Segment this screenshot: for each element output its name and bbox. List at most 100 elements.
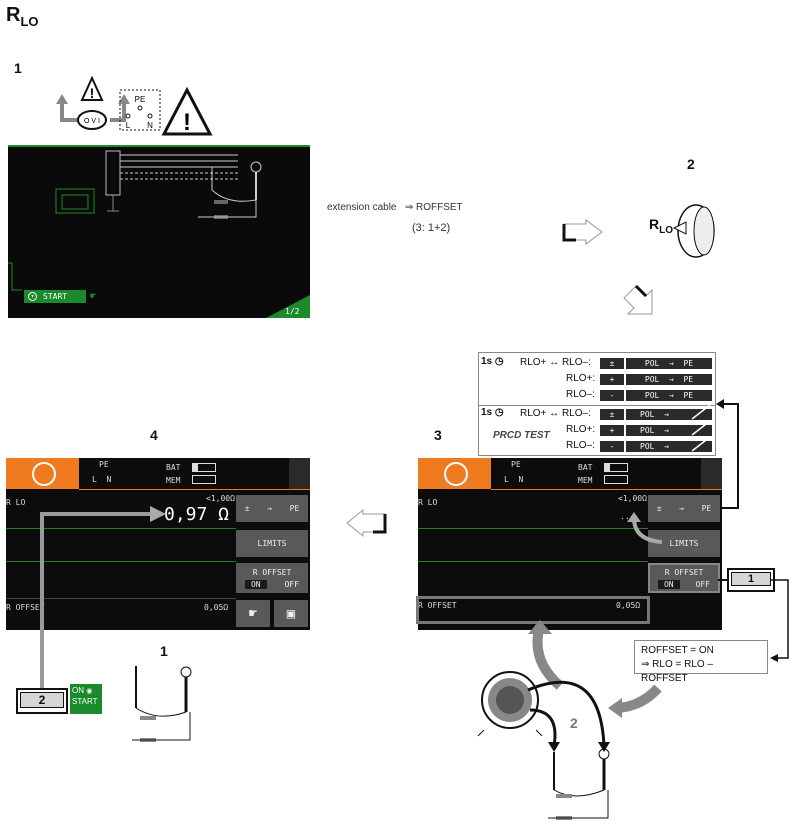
pe-indicator: PE: [511, 460, 521, 469]
svg-text:!: !: [90, 85, 95, 101]
roffset-value: 0,05Ω: [204, 603, 229, 612]
callout-1-box: 1: [727, 568, 775, 592]
row6-label: RLO–:: [566, 440, 595, 451]
row4-c1: ±: [600, 409, 624, 420]
table-link-arrow: [716, 399, 739, 509]
page-indicator: 1/2: [285, 307, 300, 316]
save-button[interactable]: ▣: [274, 600, 308, 627]
chevron-down-icon: ▾: [28, 292, 37, 301]
pe-indicator: PE: [99, 460, 109, 469]
rotary-switch-icon: [672, 204, 715, 258]
hand-pointer-icon: ☛: [90, 291, 97, 302]
step-2-label: 2: [687, 156, 695, 172]
mem-label: MEM: [578, 476, 593, 485]
warning-illustration: ! O V I PE L N !: [56, 75, 213, 136]
on-option[interactable]: ON: [244, 579, 267, 589]
large-warning-triangle-icon: [161, 86, 213, 136]
svg-text:O V I: O V I: [84, 118, 100, 125]
bat-label: BAT: [578, 463, 593, 472]
row5-label: RLO+:: [566, 424, 596, 435]
row1-c1: ±: [600, 358, 624, 369]
floppy-disk-icon: ▣: [286, 605, 296, 622]
polarity-table: [478, 352, 716, 456]
row1-label: RLO+ ↔ RLO–:: [520, 357, 591, 368]
limit-value: <1,00Ω: [618, 494, 647, 503]
row2-cells: POL → PE: [626, 374, 712, 385]
clock-icon: ◷: [494, 407, 504, 418]
ovi-indicator-icon: [77, 110, 107, 130]
down-left-arrow-icon: [623, 284, 653, 315]
progress-header: [418, 458, 491, 489]
row5-c1: +: [600, 425, 624, 436]
rlo-label: R LO: [418, 498, 438, 507]
start-button[interactable]: ▾ START: [24, 290, 86, 303]
row3-label: RLO–:: [566, 389, 595, 400]
bat-label: BAT: [166, 463, 181, 472]
callout-2-box: 2: [16, 688, 68, 714]
memory-icon: [192, 475, 216, 484]
mem-label: MEM: [166, 476, 181, 485]
row3-cells: POL → PE: [626, 390, 712, 401]
callout-1-link: [718, 579, 789, 662]
roffset-label: R OFFSET: [6, 603, 45, 612]
off-option[interactable]: OFF: [284, 579, 300, 589]
formula-line-1: ROFFSET = ON: [641, 645, 714, 656]
row4-label: RLO+ ↔ RLO–:: [520, 408, 591, 419]
left-arrow-icon: [346, 508, 387, 538]
right-arrow-icon: [562, 219, 603, 245]
start-screen: ▾ START ☛ 1/2: [8, 145, 310, 318]
clock-icon: ◷: [494, 356, 504, 367]
row6-cells: POL →: [626, 441, 712, 452]
polarity-button[interactable]: ±→PE: [648, 495, 720, 522]
row3-c1: -: [600, 390, 624, 401]
row5-cells: POL →: [626, 425, 712, 436]
probe-2-label: 2: [570, 715, 578, 731]
roffset-label: R OFFSET: [418, 601, 457, 610]
measured-value: 0,97 Ω: [164, 504, 230, 525]
svg-text:!: !: [183, 109, 191, 136]
value-arrow: [40, 506, 166, 688]
test-device-illustration: [477, 620, 662, 820]
probe-cable-icon: [132, 666, 192, 742]
time-1s-bottom: 1s ◷: [481, 407, 504, 418]
svg-text:N: N: [147, 121, 153, 130]
time-1s-top: 1s ◷: [481, 356, 504, 367]
ln-indicator: L N: [504, 475, 524, 484]
formula-box: ROFFSET = ON ⇒ RLO = RLO – ROFFSET: [634, 640, 768, 684]
on-start-key[interactable]: ON ◉START: [70, 684, 102, 714]
step-1-label: 1: [14, 60, 22, 76]
roffset-value: 0,05Ω: [616, 601, 641, 610]
warning-triangle-icon: [80, 75, 104, 101]
on-option[interactable]: ON: [657, 579, 680, 589]
hand-pointer-icon: ☛: [248, 605, 258, 622]
svg-text:L: L: [126, 121, 131, 130]
row6-c1: -: [600, 441, 624, 452]
roffset-highlight: [416, 596, 650, 624]
ring-icon: [32, 462, 56, 486]
rotary-label: RLO: [649, 216, 674, 236]
formula-line-2: ⇒ RLO = RLO – ROFFSET: [641, 659, 714, 684]
ln-indicator: L N: [92, 475, 112, 484]
limit-value: <1,00Ω: [206, 494, 235, 503]
off-option[interactable]: OFF: [695, 579, 711, 589]
step-4-label: 4: [150, 427, 158, 443]
polarity-button[interactable]: ±→PE: [236, 495, 308, 522]
extension-cable-note: extension cable ⇒ ROFFSET: [327, 202, 463, 213]
memory-icon: [604, 475, 628, 484]
row4-cells: POL →: [626, 409, 712, 420]
hand-pointer-button[interactable]: ☛: [236, 600, 270, 627]
page-title: RLO: [6, 4, 39, 29]
battery-icon: [192, 463, 216, 472]
progress-header: [6, 458, 79, 489]
probe-1-label: 1: [160, 643, 168, 659]
row1-cells: POL → PE: [626, 358, 712, 369]
rlo-label: R LO: [6, 498, 26, 507]
table-diagonal-lines: [691, 404, 711, 452]
limits-button[interactable]: LIMITS: [236, 530, 308, 557]
svg-text:PE: PE: [135, 95, 146, 104]
step-3-label: 3: [434, 427, 442, 443]
curve-arrow: [627, 512, 663, 544]
row2-label: RLO+:: [566, 373, 596, 384]
